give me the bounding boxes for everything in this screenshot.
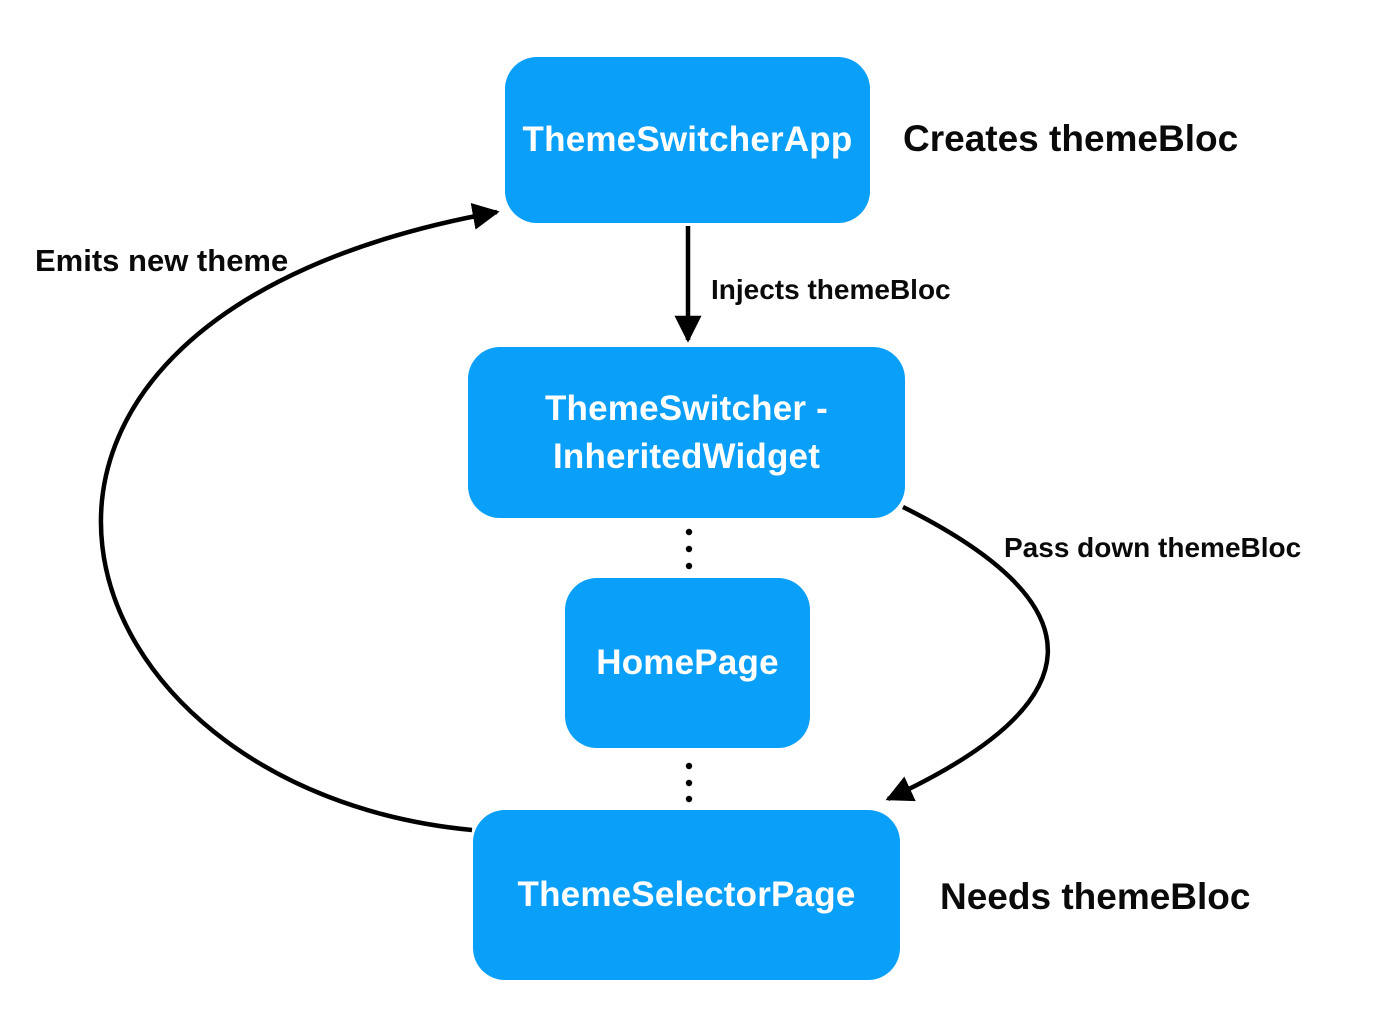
- annotation-injects-themebloc: Injects themeBloc: [711, 274, 951, 305]
- dotted-connector-bottom: [685, 762, 693, 803]
- node-theme-switcher-inherited-widget: ThemeSwitcher - InheritedWidget: [468, 347, 905, 518]
- node-theme-selector-page-label: ThemeSelectorPage: [517, 875, 856, 915]
- emits-new-theme-arrow: [98, 203, 500, 833]
- node-inherited-widget-label-line1: ThemeSwitcher -: [544, 389, 829, 429]
- node-home-page: HomePage: [565, 578, 810, 748]
- node-home-page-label: HomePage: [596, 643, 779, 683]
- node-theme-switcher-app-label: ThemeSwitcherApp: [522, 120, 853, 160]
- node-inherited-widget-label-line2: InheritedWidget: [552, 436, 821, 476]
- annotation-pass-down-themebloc: Pass down themeBloc: [1004, 532, 1302, 563]
- annotation-emits-new-theme: Emits new theme: [35, 243, 289, 278]
- dotted-connector-top: [685, 528, 693, 570]
- node-theme-switcher-app: ThemeSwitcherApp: [505, 57, 870, 223]
- node-theme-selector-page: ThemeSelectorPage: [473, 810, 900, 980]
- annotation-needs-themebloc: Needs themeBloc: [940, 876, 1251, 917]
- annotation-creates-themebloc: Creates themeBloc: [903, 118, 1239, 159]
